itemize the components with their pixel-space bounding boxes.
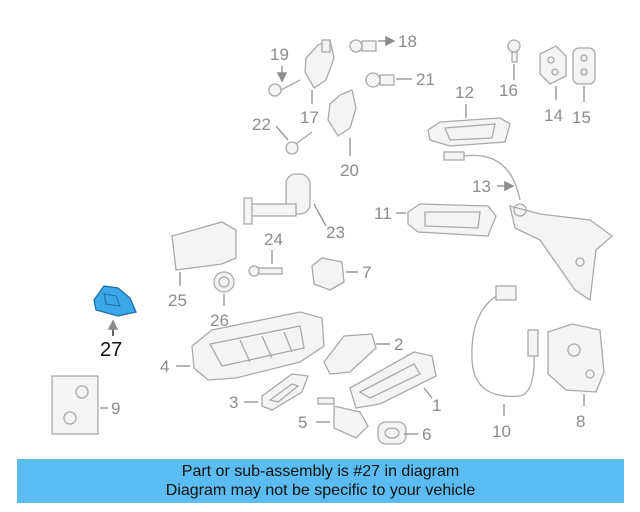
label-13: 13	[472, 177, 491, 196]
label-18: 18	[398, 32, 417, 51]
label-23: 23	[326, 223, 345, 242]
part-27-bracket	[93, 285, 137, 336]
part-3-gasket	[244, 373, 309, 411]
part-23-check-strap	[243, 173, 327, 227]
part-8-latch	[547, 323, 605, 406]
part-6-grommet	[377, 421, 418, 445]
label-14: 14	[544, 106, 563, 125]
part-26-bushing	[213, 271, 235, 306]
part-12-inside-handle	[427, 104, 511, 147]
part-24-pin	[248, 250, 283, 277]
label-1: 1	[432, 396, 441, 415]
label-15: 15	[572, 108, 591, 127]
label-3: 3	[229, 393, 238, 412]
label-26: 26	[210, 311, 229, 330]
banner-line-2: Diagram may not be specific to your vehi…	[165, 482, 476, 499]
part-15-plate	[572, 47, 596, 102]
part-18-bolt	[349, 35, 396, 53]
label-22: 22	[252, 115, 271, 134]
label-4: 4	[160, 357, 169, 376]
label-25: 25	[168, 291, 187, 310]
part-16-screw	[507, 39, 521, 80]
part-2-handle-cover	[323, 333, 390, 375]
part-17-hinge	[304, 39, 335, 104]
label-16: 16	[499, 81, 518, 100]
part-1-outside-handle	[349, 351, 437, 409]
label-5: 5	[298, 413, 307, 432]
part-10-cable	[471, 285, 539, 416]
part-21-bolt	[365, 72, 412, 88]
label-24: 24	[264, 230, 283, 249]
label-2: 2	[394, 335, 403, 354]
label-9: 9	[111, 399, 120, 418]
part-20-hinge	[327, 89, 357, 156]
info-banner: Part or sub-assembly is #27 in diagram D…	[17, 459, 624, 503]
part-22-bolt	[275, 125, 313, 155]
part-13-cable	[443, 151, 521, 201]
label-8: 8	[576, 412, 585, 431]
label-20: 20	[340, 161, 359, 180]
part-25-end-cap	[171, 221, 237, 286]
label-19: 19	[270, 45, 289, 64]
part-5-lock-cylinder	[316, 397, 369, 439]
label-12: 12	[455, 83, 474, 102]
part-9-fastener-kit	[51, 375, 108, 435]
part-19-bolt	[268, 66, 301, 97]
banner-line-1: Part or sub-assembly is #27 in diagram	[181, 463, 460, 480]
label-21: 21	[416, 70, 435, 89]
label-27: 27	[100, 339, 122, 361]
part-14-plate	[539, 45, 567, 100]
label-17: 17	[300, 108, 319, 127]
label-10: 10	[492, 422, 511, 441]
part-11-handle-assembly	[396, 203, 614, 302]
part-4-handle-bracket	[176, 311, 325, 381]
label-11: 11	[374, 204, 392, 223]
part-7-clip	[311, 257, 358, 291]
label-6: 6	[422, 425, 431, 444]
label-7: 7	[362, 263, 371, 282]
parts-diagram: 18 17 19 21 20 22 16	[51, 32, 614, 445]
